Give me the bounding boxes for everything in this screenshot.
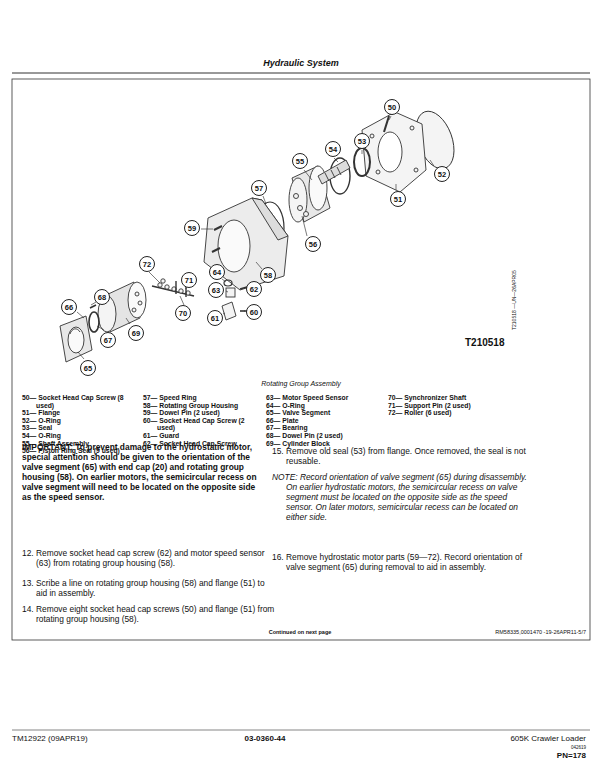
parts-list-entry: 53— Seal	[22, 424, 140, 432]
instruction-text: 14. Remove eight socket head cap screws …	[22, 604, 278, 624]
callout-number: 56	[305, 236, 321, 252]
callout-number: 67	[100, 332, 116, 348]
parts-list-entry: 61— Guard	[143, 432, 261, 440]
callout-number: 72	[139, 256, 155, 272]
figure-caption: Rotating Group Assembly	[12, 380, 590, 388]
parts-list-entry: 66— Plate	[266, 417, 384, 425]
page-footer: 605K Crawler Loader	[430, 734, 586, 743]
parts-list-entry: 65— Valve Segment	[266, 409, 384, 417]
callout-number: 55	[292, 153, 308, 169]
parts-column: 70— Synchronizer Shaft71— Support Pin (2…	[388, 394, 506, 417]
instruction-text: IMPORTANT: To prevent damage to the hydr…	[22, 442, 264, 502]
instruction-text: 16. Remove hydrostatic motor parts (59—7…	[272, 552, 536, 572]
parts-list-entry: 51— Flange	[22, 409, 140, 417]
callout-number: 69	[128, 325, 144, 341]
callout-number: 52	[434, 166, 450, 182]
parts-list-entry: 52— O-Ring	[22, 417, 140, 425]
instruction-text: NOTE: Record orientation of valve segmen…	[272, 472, 536, 522]
instruction-text: 12. Remove socket head cap screw (62) an…	[22, 548, 278, 568]
parts-list-entry: 57— Speed Ring	[143, 394, 261, 402]
callout-number: 60	[246, 304, 262, 320]
parts-list-entry: 60— Socket Head Cap Screw (2 used)	[143, 417, 261, 432]
page-footer: PN=178	[500, 751, 586, 760]
parts-column: 63— Motor Speed Sensor64— O-Ring65— Valv…	[266, 394, 384, 447]
callout-number: 70	[175, 305, 191, 321]
page-note: Continued on next page	[230, 629, 370, 635]
page-footer: 03-0360-44	[200, 734, 330, 743]
parts-list-entry: 67— Bearing	[266, 424, 384, 432]
callout-number: 63	[208, 282, 224, 298]
callout-number: 50	[384, 99, 400, 115]
parts-list-entry: 64— O-Ring	[266, 402, 384, 410]
page-note: 042619	[540, 745, 586, 750]
callout-number: 59	[184, 220, 200, 236]
instruction-text: 13. Scribe a line on rotating group hous…	[22, 578, 278, 598]
callout-number: 58	[260, 267, 276, 283]
callout-number: 62	[246, 281, 262, 297]
parts-list-entry: 71— Support Pin (2 used)	[388, 402, 506, 410]
page-footer: TM12922 (09APR19)	[12, 734, 88, 743]
figure-id-vertical: T210518 —UN—26APR05	[512, 270, 518, 330]
parts-list-entry: 50— Socket Head Cap Screw (8 used)	[22, 394, 140, 409]
instruction-text: 15. Remove old seal (53) from flange. On…	[272, 446, 536, 466]
callout-number: 57	[251, 180, 267, 196]
callout-number: 66	[61, 299, 77, 315]
figure-id: T210518	[465, 337, 504, 349]
callout-number: 54	[325, 141, 341, 157]
callout-number: 51	[390, 191, 406, 207]
callout-number: 68	[94, 289, 110, 305]
callout-number: 53	[354, 133, 370, 149]
parts-list-entry: 54— O-Ring	[22, 432, 140, 440]
parts-list-entry: 72— Roller (6 used)	[388, 409, 506, 417]
callout-number: 64	[209, 264, 225, 280]
parts-list-entry: 58— Rotating Group Housing	[143, 402, 261, 410]
page-header: Hydraulic System	[12, 58, 590, 68]
parts-column: 57— Speed Ring58— Rotating Group Housing…	[143, 394, 261, 447]
parts-list-entry: 59— Dowel Pin (2 used)	[143, 409, 261, 417]
parts-list-entry: 70— Synchronizer Shaft	[388, 394, 506, 402]
callout-number: 71	[181, 272, 197, 288]
page-note: RM58335,0001470 -19-26APR11-5/7	[400, 629, 586, 635]
parts-list-entry: 63— Motor Speed Sensor	[266, 394, 384, 402]
parts-list-entry: 68— Dowel Pin (2 used)	[266, 432, 384, 440]
callout-number: 61	[207, 310, 223, 326]
callout-number: 65	[80, 360, 96, 376]
